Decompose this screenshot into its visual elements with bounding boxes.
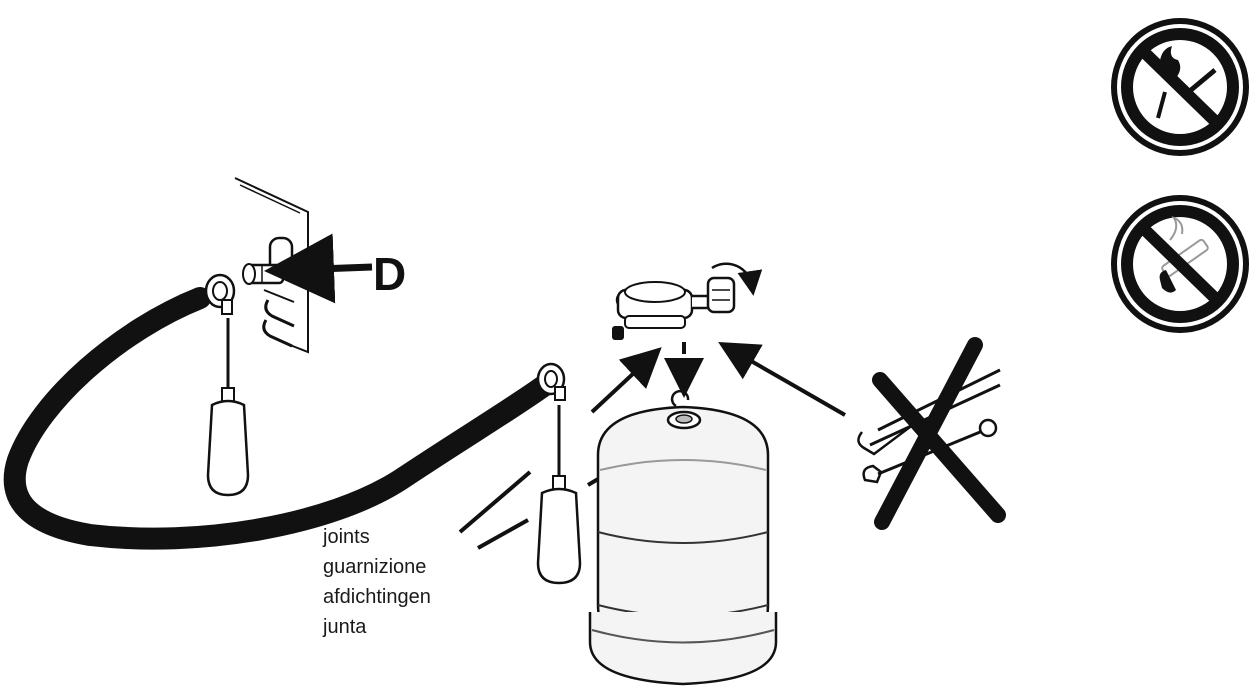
seal-pointer-lines [458,470,532,550]
hose-clamp-regulator [536,362,566,401]
screwdriver-left [206,318,250,497]
gas-cylinder [588,405,778,686]
seal-label-fr: joints [323,526,370,548]
gas-regulator [612,262,763,340]
no-open-flame-icon [1111,18,1249,156]
seal-label-es: junta [323,616,367,638]
screwdriver-right [536,405,582,585]
crossed-out-tools-icon [857,337,1006,530]
seal-label-it: guarnizione [323,556,427,578]
seal-labels: joints guarnizione afdichtingen junta [323,522,431,642]
hose-clamp-appliance [204,273,236,315]
seal-label-nl: afdichtingen [323,586,431,608]
gas-hose [3,287,556,550]
callout-d-letter: D [373,248,406,300]
no-smoking-icon [1111,195,1249,333]
appliance-gas-inlet [242,263,285,285]
callout-d: D [264,233,406,304]
